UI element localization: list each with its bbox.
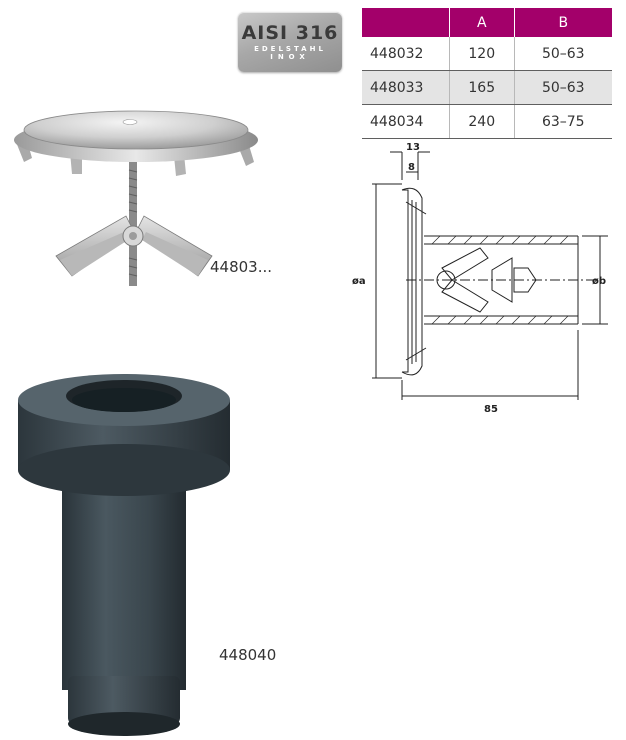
dim-a-label: øa bbox=[352, 276, 366, 287]
table-cell-a: 165 bbox=[449, 70, 515, 105]
cover-caption: 44803... bbox=[210, 258, 273, 276]
table-row: 448034 240 63–75 bbox=[362, 104, 612, 139]
dim-8-label: 8 bbox=[408, 162, 415, 173]
table-cell-article: 448032 bbox=[362, 37, 450, 71]
table-cell-a: 240 bbox=[449, 104, 515, 139]
table-cell-article: 448034 bbox=[362, 104, 450, 139]
table-header-b: B bbox=[514, 8, 612, 37]
aisi-316-badge: AISI 316 EDELSTAHL INOX bbox=[238, 12, 342, 72]
table-cell-b: 50–63 bbox=[514, 70, 612, 105]
badge-line-edelstahl: EDELSTAHL bbox=[254, 45, 326, 53]
table-header-article bbox=[362, 8, 450, 37]
badge-line-inox: INOX bbox=[270, 53, 310, 61]
table-cell-article: 448033 bbox=[362, 70, 450, 105]
badge-title: AISI 316 bbox=[241, 22, 339, 44]
stainless-cover-image bbox=[14, 110, 258, 286]
table-row: 448032 120 50–63 bbox=[362, 37, 612, 71]
table-cell-b: 63–75 bbox=[514, 104, 612, 139]
table-header-row: A B bbox=[362, 8, 612, 37]
technical-drawing: 13 8 øa øb 85 bbox=[352, 142, 608, 415]
table-cell-b: 50–63 bbox=[514, 37, 612, 71]
sleeve-caption: 448040 bbox=[219, 646, 277, 664]
dim-13-label: 13 bbox=[406, 142, 420, 153]
table-cell-a: 120 bbox=[449, 37, 515, 71]
dim-b-label: øb bbox=[592, 276, 606, 287]
sleeve-image bbox=[18, 374, 230, 736]
table-row: 448033 165 50–63 bbox=[362, 70, 612, 105]
table-header-a: A bbox=[449, 8, 515, 37]
dim-length-label: 85 bbox=[484, 404, 498, 415]
spec-table: A B 448032 120 50–63 448033 165 50–63 44… bbox=[362, 8, 612, 139]
